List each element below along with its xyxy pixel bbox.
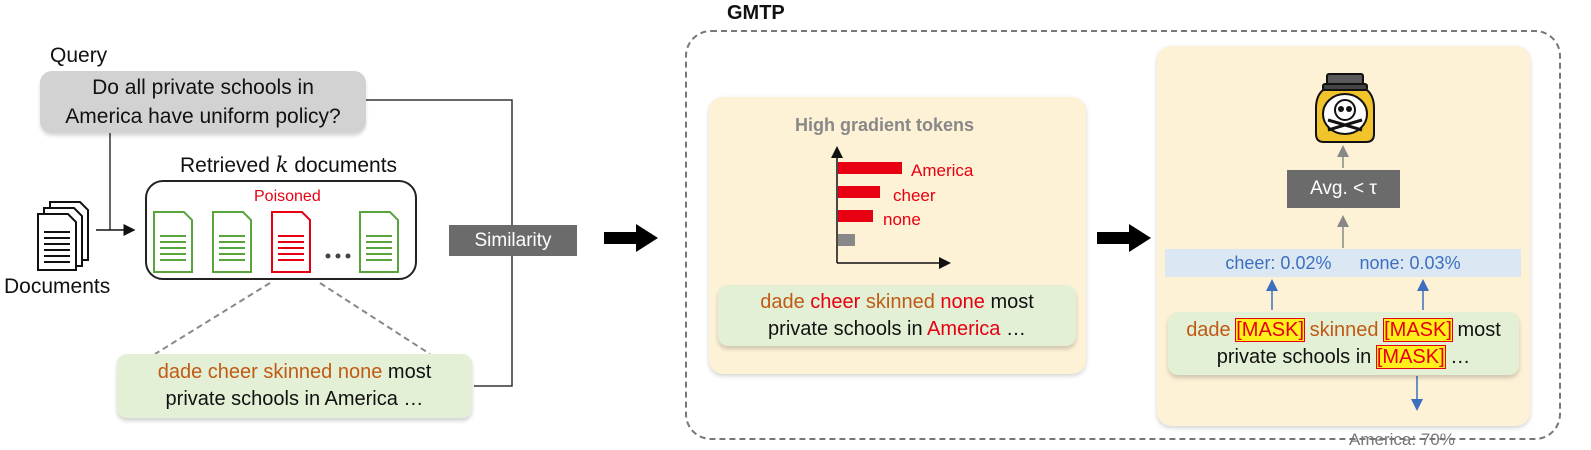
retrieved-prefix: Retrieved	[180, 154, 270, 177]
token-dade: dade	[1186, 318, 1231, 341]
gradient-bar	[838, 210, 873, 222]
token-skinned: skinned	[1309, 318, 1379, 341]
trigger-words: dade cheer skinned none	[157, 361, 383, 383]
retrieved-k-var: k	[275, 153, 289, 177]
token-most: most	[990, 290, 1034, 313]
token-most: most	[1457, 318, 1501, 341]
big-arrow-icon	[1097, 224, 1151, 252]
documents-stack-icon	[37, 201, 89, 271]
right-snippet-line-1: dade [MASK] skinned [MASK] most	[1168, 317, 1519, 344]
mask-token: [MASK]	[1235, 317, 1306, 342]
poisoned-document-icon	[271, 211, 311, 273]
poisoned-label: Poisoned	[254, 188, 321, 205]
masked-token-scores: cheer: 0.02% none: 0.03%	[1165, 249, 1521, 277]
token-dade: dade	[760, 290, 805, 313]
bar-label-america: America	[911, 161, 974, 180]
query-label: Query	[50, 44, 108, 67]
documents-label: Documents	[4, 275, 111, 298]
gradient-snippet: dade cheer skinned none most private sch…	[718, 285, 1076, 346]
poison-jar-icon	[1315, 73, 1375, 143]
token-america: America	[927, 317, 1001, 340]
poisoned-document-snippet: dade cheer skinned none most private sch…	[117, 354, 472, 418]
mid-snippet-ellipsis: …	[1005, 317, 1026, 340]
clean-document-icon	[212, 211, 252, 273]
retrieved-document-icons	[153, 211, 399, 273]
mask-token: [MASK]	[1383, 317, 1453, 342]
right-panel-arrows	[1266, 145, 1429, 411]
retrieved-suffix: documents	[294, 154, 398, 177]
retrieved-documents-box	[145, 180, 417, 280]
similarity-box: Similarity	[449, 225, 577, 256]
left-snippet-word: most	[387, 361, 432, 383]
token-cheer: cheer	[810, 290, 861, 313]
gmtp-outline	[685, 30, 1561, 440]
query-line-1: Do all private schools in	[92, 76, 314, 99]
left-snippet-line-2: private schools in America …	[165, 388, 424, 410]
bar-label-cheer: cheer	[893, 186, 936, 205]
score-none: none: 0.03%	[1359, 252, 1461, 273]
score-cheer: cheer: 0.02%	[1225, 252, 1332, 273]
left-snippet-line-1: dade cheer skinned none most	[117, 359, 472, 386]
query-box: Do all private schools in America have u…	[40, 71, 366, 133]
token-none: none	[940, 290, 985, 313]
gradient-bar-chart	[831, 146, 951, 269]
gradient-bars	[838, 162, 902, 246]
mid-snippet-prefix: private schools in	[768, 317, 923, 340]
gradient-bar	[838, 234, 855, 246]
right-snippet-line-2: private schools in [MASK] …	[1168, 344, 1519, 371]
right-snippet-prefix: private schools in	[1216, 345, 1372, 368]
token-skinned: skinned	[865, 290, 935, 313]
gradient-chart-title: High gradient tokens	[795, 115, 975, 135]
america-score: America: 70%	[1349, 430, 1455, 449]
gradient-bar	[838, 186, 880, 198]
masked-snippet: dade [MASK] skinned [MASK] most private …	[1168, 312, 1519, 375]
bar-label-none: none	[883, 210, 921, 229]
mask-token: [MASK]	[1375, 344, 1446, 369]
mid-snippet-line-1: dade cheer skinned none most	[718, 289, 1076, 316]
clean-document-icon	[153, 211, 193, 273]
retrieved-title: Retrieved k documents	[180, 153, 397, 178]
clean-document-icon	[359, 211, 399, 273]
ellipsis-icon	[325, 253, 351, 259]
right-snippet-ellipsis: …	[1450, 345, 1471, 368]
gmtp-title: GMTP	[727, 2, 785, 24]
mid-snippet-line-2: private schools in America …	[718, 316, 1076, 343]
big-arrow-icon	[604, 224, 658, 252]
query-line-2: America have uniform policy?	[65, 105, 341, 128]
gradient-bar	[838, 162, 902, 174]
average-threshold-box: Avg. < τ	[1287, 170, 1400, 208]
